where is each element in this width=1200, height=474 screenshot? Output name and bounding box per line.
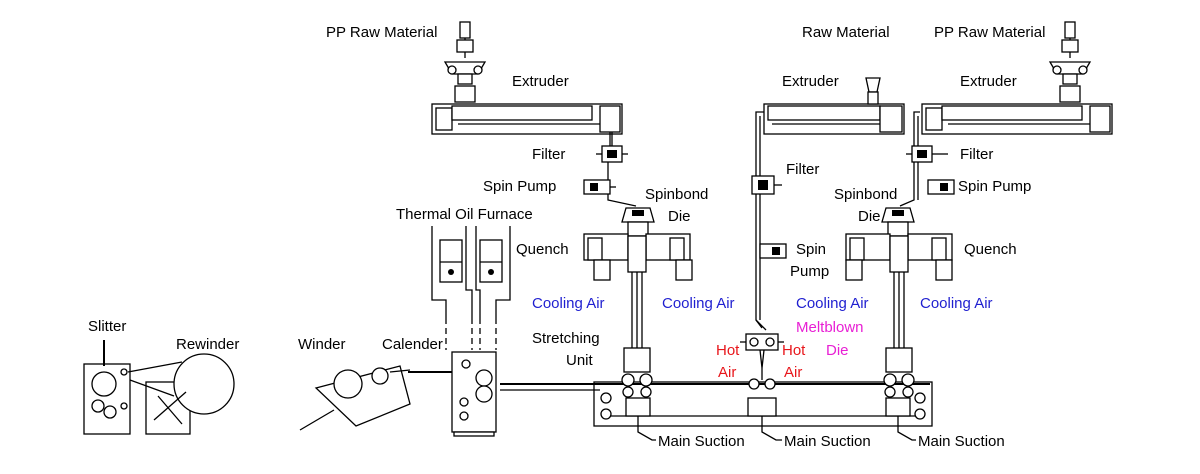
melt-pipe-center <box>755 111 767 331</box>
label-spin-pump-left: Spin Pump <box>483 178 556 195</box>
label-meltblown-line1: Meltblown <box>796 319 864 336</box>
label-spin-pump-center-line2: Pump <box>790 263 829 280</box>
label-spin-pump-right: Spin Pump <box>958 178 1031 195</box>
label-slitter: Slitter <box>88 318 126 335</box>
spinbond-die-left <box>621 207 655 237</box>
label-quench-left: Quench <box>516 241 569 258</box>
label-pp-raw-material-left: PP Raw Material <box>326 24 437 41</box>
extruder-right <box>921 103 1113 135</box>
label-hot-air-left-line2: Air <box>718 364 736 381</box>
rewinder <box>127 353 235 435</box>
extruder-center <box>763 103 905 135</box>
label-extruder-right: Extruder <box>960 73 1017 90</box>
label-hot-air-left-line1: Hot <box>716 342 740 359</box>
label-filter-left: Filter <box>532 146 565 163</box>
label-thermal-oil-furnace: Thermal Oil Furnace <box>396 206 533 223</box>
label-rewinder: Rewinder <box>176 336 239 353</box>
label-spin-pump-center-line1: Spin <box>796 241 826 258</box>
label-stretching-unit-line1: Stretching <box>532 330 600 347</box>
label-main-suction-3: Main Suction <box>918 433 1005 450</box>
label-hot-air-right-line2: Air <box>784 364 802 381</box>
meltblown-die <box>740 333 784 380</box>
label-filter-center: Filter <box>786 161 819 178</box>
spinbond-die-right <box>881 207 915 237</box>
label-raw-material: Raw Material <box>802 24 890 41</box>
label-hot-air-right-line1: Hot <box>782 342 806 359</box>
label-main-suction-1: Main Suction <box>658 433 745 450</box>
filter-left <box>596 145 628 163</box>
stretching-unit-right <box>885 272 913 373</box>
label-spinbond-die-left-line1: Spinbond <box>645 186 708 203</box>
label-cooling-air-3: Cooling Air <box>796 295 869 312</box>
hopper-right <box>1048 21 1092 103</box>
calender <box>408 351 497 437</box>
filter-right <box>906 145 948 163</box>
hopper-center <box>865 77 881 105</box>
suction-box-center <box>747 397 782 441</box>
label-meltblown-line2: Die <box>826 342 849 359</box>
label-pp-raw-material-right: PP Raw Material <box>934 24 1045 41</box>
extruder-left <box>431 103 623 135</box>
thermal-oil-furnace <box>431 226 511 350</box>
label-cooling-air-4: Cooling Air <box>920 295 993 312</box>
label-spinbond-die-right-line1: Spinbond <box>834 186 897 203</box>
winder <box>299 365 411 431</box>
spin-pump-right <box>927 179 955 195</box>
quench-left <box>583 233 693 281</box>
hopper-left <box>443 21 487 103</box>
forming-table <box>500 373 933 427</box>
label-winder: Winder <box>298 336 346 353</box>
label-stretching-unit-line2: Unit <box>566 352 594 369</box>
label-spinbond-die-right-line2: Die <box>858 208 881 225</box>
slitter <box>83 340 131 435</box>
spin-pump-center <box>759 243 787 259</box>
label-main-suction-2: Main Suction <box>784 433 871 450</box>
stretching-unit-left <box>623 272 651 373</box>
melt-pipe-left <box>607 132 637 207</box>
label-filter-right: Filter <box>960 146 993 163</box>
filter-center <box>751 175 782 195</box>
label-cooling-air-1: Cooling Air <box>532 295 605 312</box>
label-spinbond-die-left-line2: Die <box>668 208 691 225</box>
label-quench-right: Quench <box>964 241 1017 258</box>
suction-box-left <box>625 397 656 441</box>
quench-right <box>845 233 953 281</box>
spin-pump-left <box>583 179 616 195</box>
label-calender: Calender <box>382 336 443 353</box>
suction-box-right <box>885 397 916 441</box>
label-cooling-air-2: Cooling Air <box>662 295 735 312</box>
label-extruder-center: Extruder <box>782 73 839 90</box>
label-extruder-left: Extruder <box>512 73 569 90</box>
